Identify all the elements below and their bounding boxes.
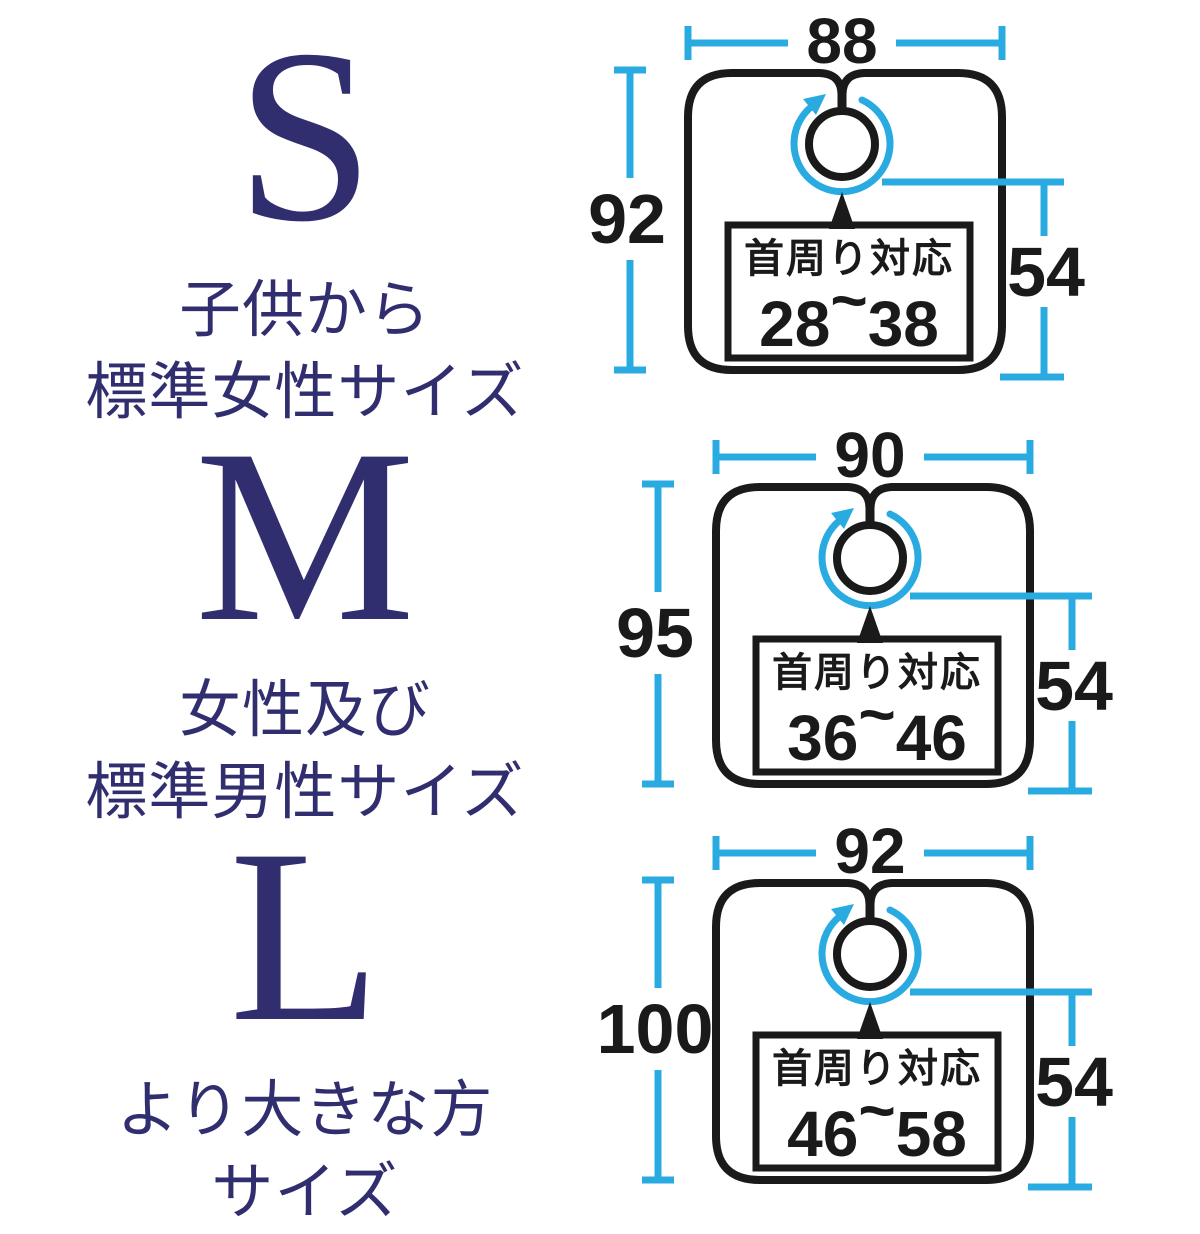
size-row-l: L より大きな方 サイズ 92 — [0, 798, 1200, 1228]
size-description-line1: より大きな方 — [116, 1077, 494, 1145]
rotation-arrow-icon — [790, 96, 894, 196]
size-description-s: 子供から 標準女性サイズ — [30, 270, 580, 434]
size-row-s: S 子供から 標準女性サイズ 88 — [0, 0, 1200, 428]
neck-label-box — [724, 221, 974, 362]
size-description-m: 女性及び 標準男性サイズ — [30, 670, 580, 834]
drop-dimension — [910, 592, 1092, 795]
drop-value: 54 — [1007, 233, 1085, 311]
size-diagram-s: 88 92 54 首周り対応 — [588, 5, 1085, 381]
drop-dimension — [910, 988, 1092, 1191]
neck-hole — [833, 917, 907, 991]
height-value: 95 — [616, 594, 694, 672]
neck-range-tilde: ~ — [858, 1074, 895, 1146]
size-description-line2: サイズ — [211, 1159, 399, 1227]
size-letter-s: S — [236, 0, 374, 273]
drop-dimension — [882, 178, 1064, 381]
rotation-arrowhead-icon — [803, 94, 826, 115]
neck-range-max: 46 — [896, 702, 967, 774]
size-description-line1: 子供から — [178, 277, 431, 345]
neck-range: 36~46 — [787, 678, 967, 774]
neck-label-title: 首周り対応 — [744, 237, 954, 281]
neck-range: 28~38 — [759, 264, 939, 360]
height-dimension — [642, 876, 674, 1184]
neck-range: 46~58 — [787, 1074, 967, 1170]
neck-hole — [805, 107, 879, 181]
neck-range-min: 36 — [787, 702, 858, 774]
drop-value: 54 — [1035, 647, 1113, 725]
size-description-l: より大きな方 サイズ — [30, 1070, 580, 1234]
width-dimension — [712, 440, 1034, 474]
size-description-line2: 標準男性サイズ — [85, 759, 525, 827]
neck-label-box — [752, 635, 1002, 776]
width-dimension — [712, 836, 1034, 870]
width-value: 90 — [834, 419, 905, 491]
neck-range-min: 28 — [759, 288, 830, 360]
width-value: 92 — [834, 815, 905, 887]
pointer-triangle — [857, 1002, 883, 1039]
pointer-triangle — [857, 606, 883, 643]
rotation-arrow-icon — [818, 510, 922, 610]
neck-range-max: 58 — [896, 1098, 967, 1170]
neck-range-min: 46 — [787, 1098, 858, 1170]
size-description-line2: 標準女性サイズ — [85, 359, 525, 427]
size-label-m: M 女性及び 標準男性サイズ — [0, 398, 580, 828]
neck-hole — [833, 521, 907, 595]
neck-range-max: 38 — [868, 288, 939, 360]
size-letter-m: M — [194, 398, 416, 673]
drop-value: 54 — [1035, 1043, 1113, 1121]
height-value: 100 — [597, 990, 714, 1068]
size-diagram-l: 92 100 54 首周り対応 — [597, 815, 1113, 1191]
neck-label-title: 首周り対応 — [772, 1047, 982, 1091]
size-label-l: L より大きな方 サイズ — [0, 798, 580, 1228]
size-description-line1: 女性及び — [178, 677, 431, 745]
neck-range-tilde: ~ — [858, 678, 895, 750]
rotation-arrowhead-icon — [831, 904, 854, 925]
pointer-triangle — [829, 192, 855, 229]
width-dimension — [684, 26, 1006, 60]
size-label-s: S 子供から 標準女性サイズ — [0, 0, 580, 428]
neck-label-title: 首周り対応 — [772, 651, 982, 695]
size-letter-l: L — [229, 798, 381, 1073]
size-row-m: M 女性及び 標準男性サイズ 90 — [0, 398, 1200, 828]
width-value: 88 — [806, 5, 877, 77]
height-dimension — [614, 66, 646, 374]
size-diagram-m: 90 95 54 首周り対応 — [616, 419, 1113, 795]
rotation-arrow-icon — [818, 906, 922, 1006]
height-dimension — [642, 480, 674, 788]
rotation-arrowhead-icon — [831, 508, 854, 529]
neck-range-tilde: ~ — [830, 264, 867, 336]
height-value: 92 — [588, 180, 666, 258]
